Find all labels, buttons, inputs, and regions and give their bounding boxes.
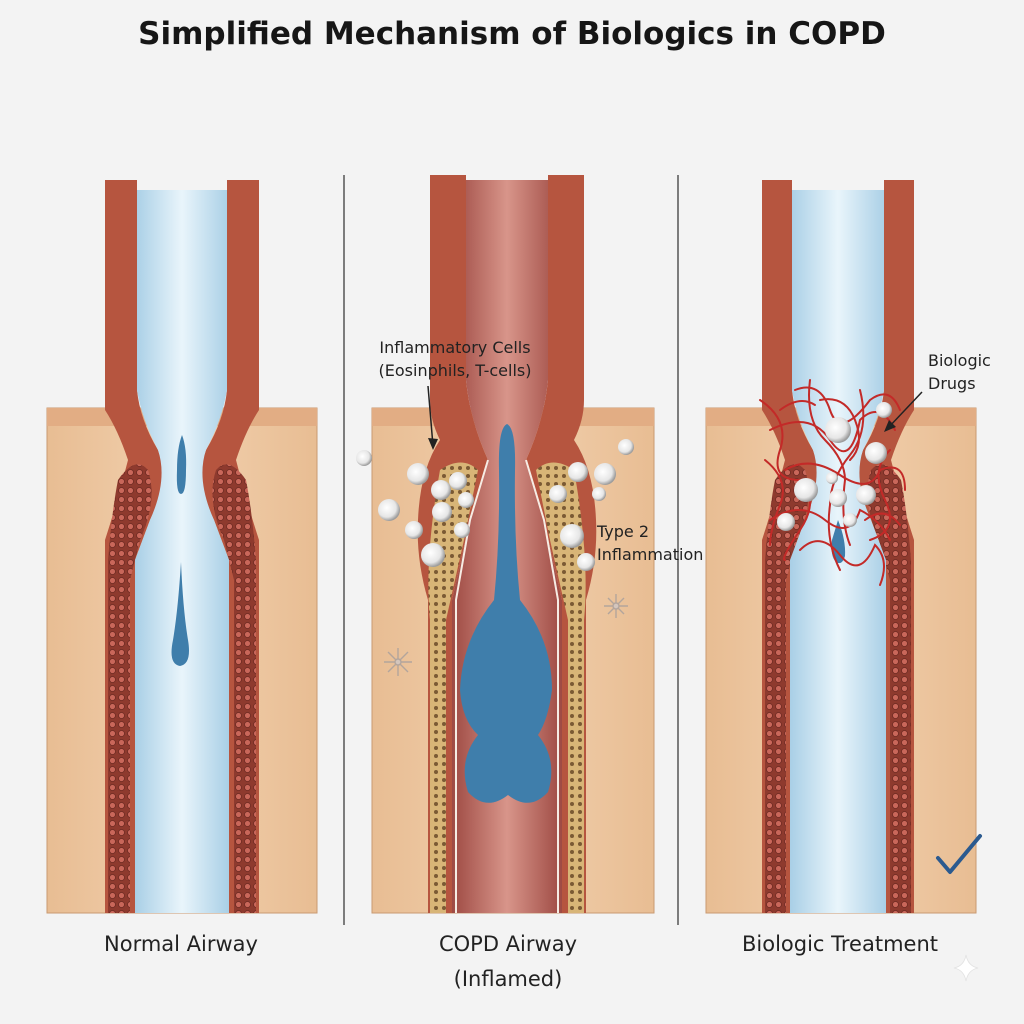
biologic-cell bbox=[843, 513, 857, 527]
inflammatory-cell bbox=[405, 521, 423, 539]
inflammatory-cell bbox=[594, 463, 616, 485]
biologic-cell bbox=[826, 472, 838, 484]
inflammatory-cells-label: Inflammatory Cells bbox=[379, 338, 530, 357]
inflammatory-cell bbox=[560, 524, 584, 548]
biologic-drugs-label: Biologic bbox=[928, 351, 991, 370]
inflammatory-cell bbox=[458, 492, 474, 508]
biologic-cell bbox=[829, 489, 847, 507]
airway-lumen bbox=[135, 190, 229, 913]
inflammatory-cell bbox=[592, 487, 606, 501]
panel-caption-copd-sub: (Inflamed) bbox=[454, 967, 563, 991]
biologic-cell bbox=[794, 478, 818, 502]
stellate-cell-icon bbox=[384, 648, 412, 676]
normal-airway-panel bbox=[47, 180, 317, 913]
type2-sublabel: Inflammation bbox=[597, 545, 703, 564]
sparkle-icon bbox=[954, 955, 978, 981]
panel-caption-biologic: Biologic Treatment bbox=[742, 932, 938, 956]
biologic-cell bbox=[777, 513, 795, 531]
inflammatory-cell bbox=[407, 463, 429, 485]
biologic-cell bbox=[825, 417, 851, 443]
inflammatory-cell bbox=[577, 553, 595, 571]
inflammatory-cell bbox=[432, 502, 452, 522]
inflammatory-cell bbox=[549, 485, 567, 503]
type2-label: Type 2 bbox=[596, 522, 649, 541]
inflammatory-cell bbox=[449, 472, 467, 490]
inflammatory-cell bbox=[421, 543, 445, 567]
inflammatory-cell bbox=[454, 522, 470, 538]
inflammatory-cells-sublabel: (Eosinphils, T-cells) bbox=[379, 361, 532, 380]
panel-caption-normal: Normal Airway bbox=[104, 932, 258, 956]
inflammatory-cell bbox=[356, 450, 372, 466]
inflammatory-cell bbox=[618, 439, 634, 455]
inflammatory-cell bbox=[431, 480, 451, 500]
inflammatory-cell bbox=[568, 462, 588, 482]
biologic-cell bbox=[856, 485, 876, 505]
biologic-drugs-sublabel: Drugs bbox=[928, 374, 976, 393]
panel-caption-copd: COPD Airway bbox=[439, 932, 577, 956]
biologic-treatment-panel: Biologic Drugs bbox=[706, 180, 991, 913]
biologic-cell bbox=[865, 442, 887, 464]
biologic-cell bbox=[876, 402, 892, 418]
inflammatory-cell bbox=[378, 499, 400, 521]
copd-airway-panel: Inflammatory Cells (Eosinphils, T-cells)… bbox=[356, 175, 703, 913]
diagram-title: Simplified Mechanism of Biologics in COP… bbox=[138, 16, 886, 52]
